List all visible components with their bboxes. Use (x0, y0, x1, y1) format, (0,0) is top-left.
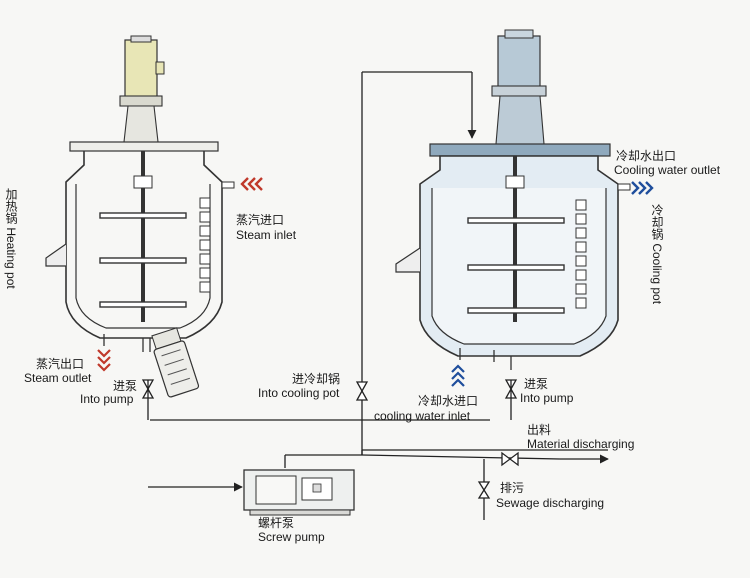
steam-inlet-arrows-icon (240, 177, 263, 191)
heating-pot-coil (199, 197, 211, 293)
cooling-pot-lid (429, 143, 611, 157)
sewage-discharging-valve-icon[interactable] (477, 481, 491, 499)
homogenizer-motor (151, 327, 200, 398)
heating-pot-vessel (75, 184, 211, 329)
cooling-pot-motor (491, 29, 547, 145)
cooling-pot (395, 29, 654, 399)
steam-inlet-en-label: Steam inlet (236, 228, 297, 242)
screw-pump (243, 469, 355, 516)
steam-outlet-cn-label: 蒸汽出口 (36, 357, 85, 371)
screw-pump-en-label: Screw pump (258, 530, 325, 544)
cooling-into-pump-cn-label: 进泵 (524, 377, 549, 391)
heating-pot-lid (69, 141, 219, 152)
into-cooling-pot-cn-label: 进冷却锅 (292, 372, 341, 386)
cooling-water-inlet-cn-label: 冷却水进口 (418, 394, 479, 408)
cooling-water-outlet-arrows-icon (631, 181, 654, 195)
cooling-water-inlet-en-label: cooling water inlet (374, 409, 471, 423)
into-cooling-pot-valve-icon[interactable] (355, 381, 369, 401)
heating-into-pump-en-label: Into pump (80, 392, 134, 406)
cooling-pot-paddles (467, 217, 565, 314)
cooling-pot-side-label: 冷却锅 Cooling pot (650, 204, 664, 305)
cooling-water-outlet-en-label: Cooling water outlet (614, 163, 721, 177)
cooling-into-pump-en-label: Into pump (520, 391, 574, 405)
cooling-water-inlet-arrows-icon (451, 364, 465, 387)
material-discharging-valve-icon[interactable] (501, 451, 519, 467)
heating-pot-side-label: 加热锅 Heating pot (4, 188, 18, 289)
sewage-discharging-en-label: Sewage discharging (496, 496, 605, 510)
piping (147, 71, 609, 520)
steam-inlet-cn-label: 蒸汽进口 (236, 213, 285, 227)
heating-into-pump-cn-label: 进泵 (113, 379, 138, 393)
steam-outlet-arrows-icon (97, 349, 111, 372)
material-discharging-cn-label: 出料 (527, 423, 552, 437)
screw-pump-cn-label: 螺杆泵 (258, 516, 295, 530)
steam-outlet-en-label: Steam outlet (24, 371, 92, 385)
cooling-water-outlet-cn-label: 冷却水出口 (616, 149, 677, 163)
heating-pot (45, 35, 263, 399)
sewage-discharging-cn-label: 排污 (500, 481, 525, 495)
heating-pot-motor (119, 35, 165, 143)
cooling-pot-coil (575, 199, 587, 309)
material-discharging-en-label: Material discharging (527, 437, 635, 451)
into-cooling-pot-en-label: Into cooling pot (258, 386, 340, 400)
heating-pot-paddles (99, 212, 187, 308)
